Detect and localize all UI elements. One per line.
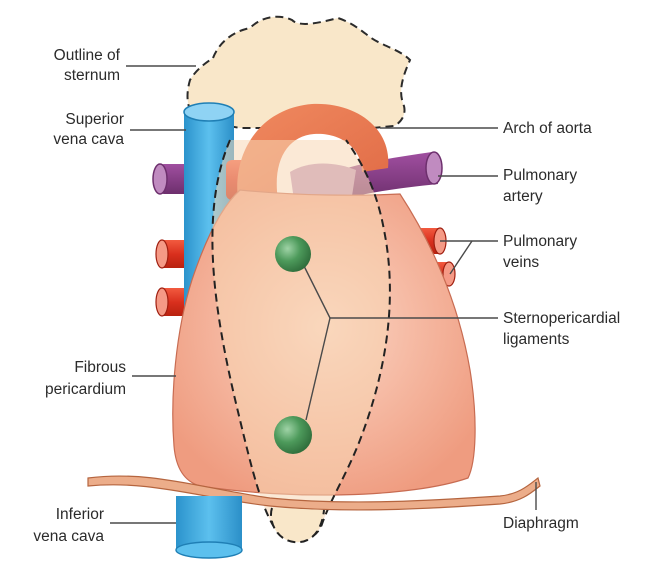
label-pulm-artery-1: Pulmonary [503,167,577,184]
label-ivc-1: Inferior [56,506,104,523]
label-fibrous-2: pericardium [45,381,126,398]
inferior-vena-cava [176,496,242,558]
label-pulm-veins-1: Pulmonary [503,233,577,250]
label-svc-1: Superior [65,111,124,128]
label-aorta: Arch of aorta [503,120,592,137]
label-ivc-2: vena cava [33,528,104,545]
label-ligaments-1: Sternopericardial [503,310,620,327]
label-diaphragm: Diaphragm [503,515,579,532]
label-pulm-artery-2: artery [503,188,543,205]
label-sternum-1: Outline of [54,47,121,64]
upper-ligament-node [275,236,311,272]
label-ligaments-2: ligaments [503,331,570,348]
label-svc-2: vena cava [53,131,124,148]
lower-ligament-node [274,416,312,454]
leader-pulm-veins-2 [450,241,472,274]
label-sternum-2: sternum [64,67,120,84]
label-pulm-veins-2: veins [503,254,539,271]
label-fibrous-1: Fibrous [74,359,126,376]
